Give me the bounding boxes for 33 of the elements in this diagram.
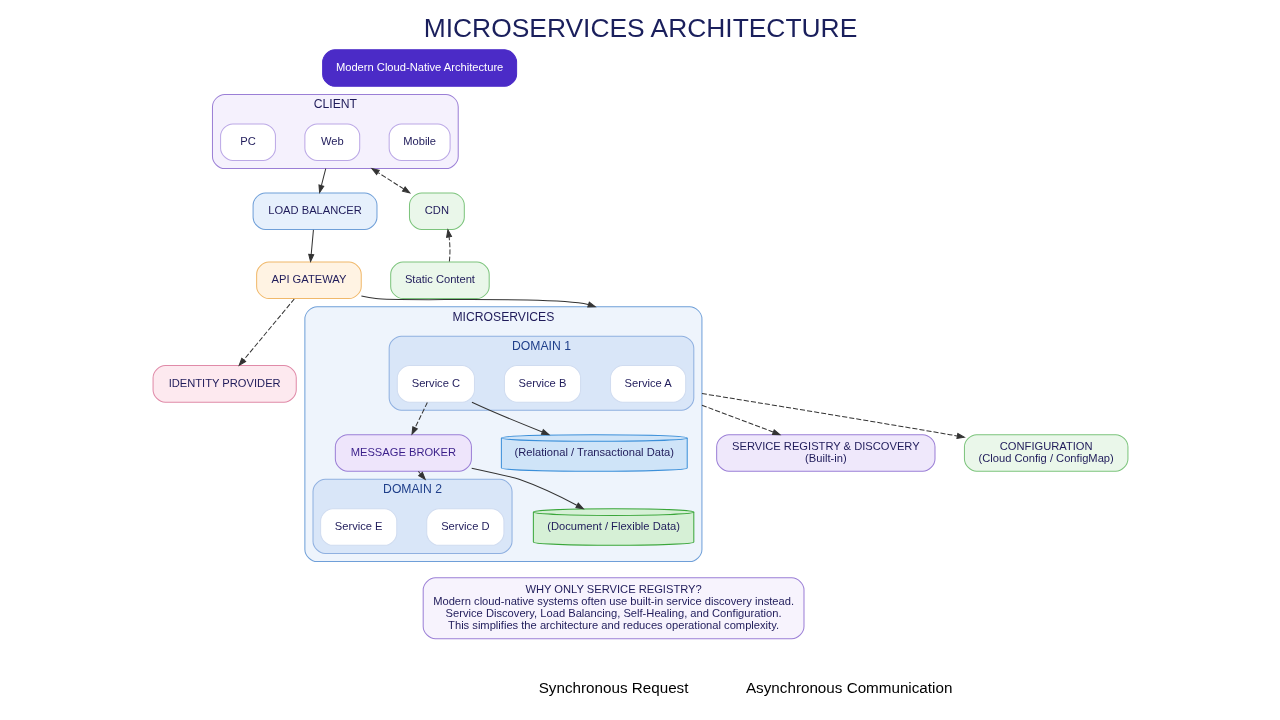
arrow — [700, 404, 781, 436]
arrow — [370, 167, 411, 194]
node-box: Service E — [319, 508, 397, 546]
node-box: Mobile — [388, 123, 451, 161]
arrow — [445, 228, 452, 263]
legend-label: Asynchronous Communication — [745, 679, 952, 697]
node-box: PC — [219, 123, 276, 161]
node-box: Modern Cloud-Native Architecture — [321, 49, 517, 87]
node-box: Service D — [425, 508, 504, 546]
node-box: WHY ONLY SERVICE REGISTRY? Modern cloud-native systems often use built-in service discovery instead. Service Discovery, Load Balancing, Self-Healing, and Configuration. This simplifies the architecture and reduces operational complexity. — [422, 577, 804, 640]
node-box: Service B — [503, 365, 581, 403]
node-box: Static Content — [389, 261, 490, 300]
arrow — [470, 401, 550, 436]
diagram-title: MICROSERVICES ARCHITECTURE — [423, 13, 857, 44]
arrow — [307, 229, 314, 264]
node-box: Web — [303, 123, 360, 161]
node-box: SERVICE REGISTRY & DISCOVERY (Built-in) — [715, 434, 935, 472]
node-box: CDN — [408, 192, 465, 230]
node-box: Service A — [609, 365, 686, 403]
node-box: Service C — [396, 365, 475, 403]
arrow — [360, 295, 597, 308]
arrow — [470, 467, 585, 510]
arrow — [237, 298, 295, 367]
node-box: API GATEWAY — [255, 261, 362, 300]
arrow — [700, 393, 966, 440]
node-box: CONFIGURATION (Cloud Config / ConfigMap) — [963, 434, 1128, 472]
arrow — [410, 402, 428, 436]
legend-label: Synchronous Request — [538, 679, 688, 697]
node-box: IDENTITY PROVIDER — [152, 365, 297, 403]
arrow — [317, 168, 326, 194]
node-box: MESSAGE BROKER — [334, 434, 472, 472]
node-box: LOAD BALANCER — [252, 192, 377, 230]
arrow — [417, 470, 426, 481]
